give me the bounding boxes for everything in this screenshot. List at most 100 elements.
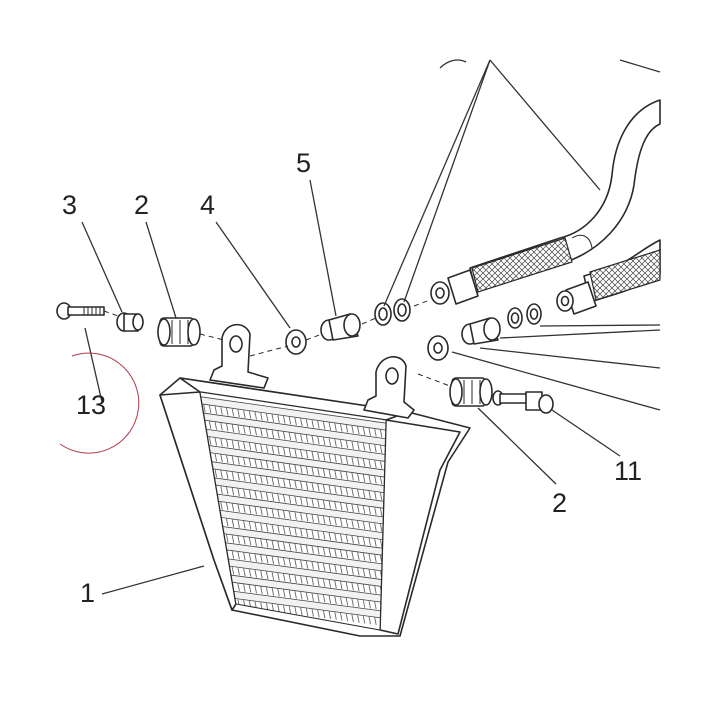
fin-tick bbox=[311, 546, 314, 554]
fin-tick bbox=[283, 526, 286, 535]
fin-tick bbox=[340, 597, 343, 605]
fin-row bbox=[200, 411, 386, 448]
fin-tick bbox=[351, 472, 354, 481]
fin-tick bbox=[294, 543, 297, 552]
fin-tick bbox=[231, 551, 235, 559]
fin-tick bbox=[357, 520, 360, 529]
fin-tick bbox=[271, 509, 275, 517]
fin-tick bbox=[368, 475, 371, 483]
fin-tick bbox=[340, 487, 343, 495]
fin-tick bbox=[260, 507, 263, 516]
fin-tick bbox=[374, 554, 377, 563]
fin-tick bbox=[288, 542, 292, 551]
fin-tick bbox=[277, 525, 280, 534]
fin-tick bbox=[379, 429, 383, 438]
fin-tick bbox=[226, 407, 229, 416]
fin-tick bbox=[300, 528, 303, 537]
fin-tick bbox=[294, 575, 297, 583]
fin-tick bbox=[362, 600, 366, 608]
fin-tick bbox=[231, 519, 235, 528]
fin-row bbox=[200, 506, 386, 542]
fin-tick bbox=[300, 497, 303, 505]
fin-tick bbox=[305, 576, 309, 585]
fin-tick bbox=[340, 549, 343, 558]
fin-tick bbox=[248, 490, 252, 498]
fin-tick bbox=[328, 579, 332, 588]
fin-tick bbox=[237, 425, 240, 433]
fin-row bbox=[200, 554, 386, 589]
fin-tick bbox=[300, 481, 303, 490]
fin-tick bbox=[231, 566, 235, 575]
fin-tick bbox=[231, 456, 235, 464]
fin-tick bbox=[248, 442, 252, 451]
fin-tick bbox=[271, 477, 275, 486]
fin-tick bbox=[340, 502, 343, 511]
fin-tick bbox=[345, 597, 349, 606]
fin-tick bbox=[317, 594, 320, 602]
fin-tick bbox=[311, 577, 314, 586]
fin-tick bbox=[243, 473, 246, 482]
fin-tick bbox=[271, 556, 275, 565]
fin-tick bbox=[283, 573, 286, 582]
fin-tick bbox=[300, 544, 303, 553]
fin-row bbox=[200, 490, 386, 526]
fin-row bbox=[200, 395, 386, 432]
fin-tick bbox=[357, 615, 360, 623]
fin-tick bbox=[214, 453, 218, 462]
washer-4 bbox=[285, 329, 307, 355]
fin-tick bbox=[294, 559, 297, 568]
fin-tick bbox=[351, 535, 354, 544]
fin-tick bbox=[334, 517, 337, 526]
fin-tick bbox=[334, 454, 337, 463]
fin-tick bbox=[305, 561, 309, 569]
fin-tick bbox=[328, 453, 332, 462]
fin-tick bbox=[214, 406, 218, 414]
fin-tick bbox=[214, 469, 218, 478]
fin-tick bbox=[322, 547, 326, 556]
oil-cooler-radiator bbox=[159, 377, 471, 637]
fin-tick bbox=[328, 485, 332, 494]
fin-tick bbox=[231, 535, 235, 543]
fin-tick bbox=[260, 570, 263, 579]
fin-tick bbox=[271, 588, 275, 596]
fin-tick bbox=[322, 468, 326, 477]
fin-tick bbox=[379, 476, 383, 485]
fin-tick bbox=[248, 505, 252, 514]
fin-tick bbox=[265, 524, 269, 532]
fin-tick bbox=[294, 527, 297, 536]
fin-tick bbox=[334, 596, 337, 605]
callout-13: 13 bbox=[76, 390, 106, 420]
fin-tick bbox=[374, 444, 377, 453]
fin-tick bbox=[311, 435, 314, 444]
fin-tick bbox=[317, 499, 320, 508]
fin-tick bbox=[311, 530, 314, 539]
fin-tick bbox=[260, 586, 263, 595]
snap-rings-upper bbox=[374, 298, 411, 326]
fin-tick bbox=[300, 449, 303, 458]
fin-tick bbox=[231, 487, 235, 496]
fin-tick bbox=[214, 596, 218, 604]
fin-tick bbox=[277, 588, 280, 597]
fin-row bbox=[200, 474, 386, 510]
bolt-13 bbox=[56, 302, 105, 320]
fin-tick bbox=[231, 503, 235, 512]
fin-tick bbox=[265, 555, 269, 564]
fin-tick bbox=[208, 595, 212, 604]
oil-hose-upper bbox=[469, 99, 661, 293]
fin-tick bbox=[277, 494, 280, 502]
fin-tick bbox=[198, 594, 200, 602]
fin-tick bbox=[311, 561, 314, 570]
fin-tick bbox=[243, 489, 246, 498]
fin-tick bbox=[277, 604, 280, 613]
fin-tick bbox=[334, 486, 337, 494]
fin-tick bbox=[311, 420, 314, 428]
fin-tick bbox=[328, 501, 332, 509]
fin-tick bbox=[317, 468, 320, 476]
fin-tick bbox=[260, 554, 263, 563]
fin-tick bbox=[345, 550, 349, 559]
fin-tick bbox=[288, 590, 292, 598]
fin-tick bbox=[300, 465, 303, 474]
fin-tick bbox=[362, 474, 366, 483]
fin-tick bbox=[362, 615, 366, 624]
fin-tick bbox=[379, 445, 383, 454]
